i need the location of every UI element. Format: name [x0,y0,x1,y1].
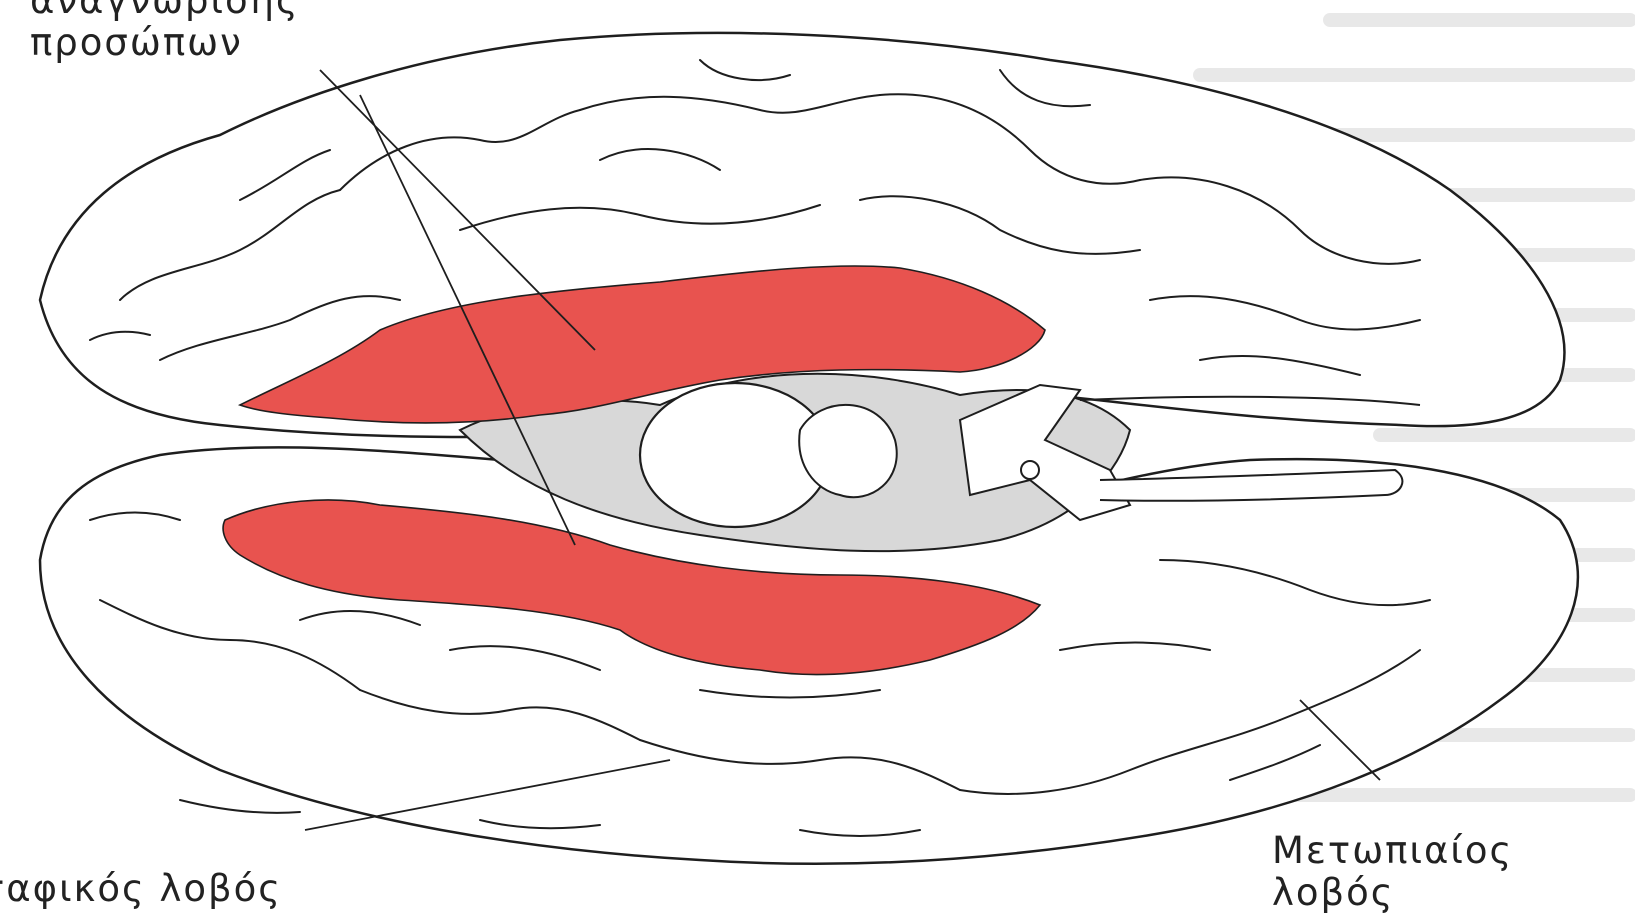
frontal-label-line1: Μετωπιαίος [1272,830,1513,872]
face-label-line1: αναγνώρισης [30,0,300,22]
face-recognition-area-label: αναγνώρισης προσώπων [30,0,300,64]
occipital-lobe-label: ταφικός λοβός [0,868,282,910]
pituitary [1021,461,1039,479]
face-label-line2: προσώπων [30,22,300,64]
frontal-lobe-label: Μετωπιαίος λοβός [1272,830,1513,914]
frontal-label-line2: λοβός [1272,872,1513,914]
